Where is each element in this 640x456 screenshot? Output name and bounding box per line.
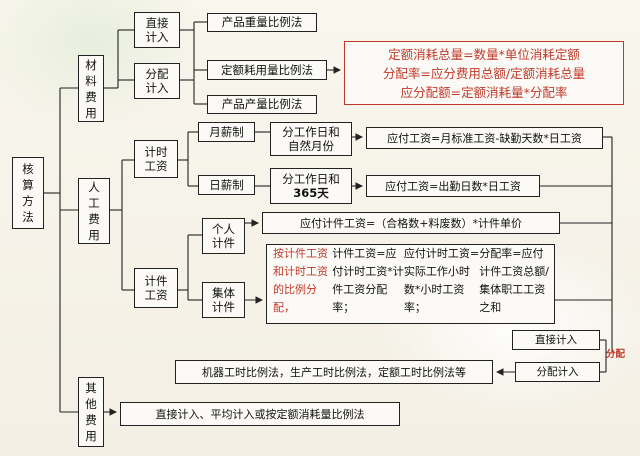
allocate-methods-box: 机器工时比例法，生产工时比例法，定额工时比例法等 [175, 360, 493, 384]
materials-formula-box: 定额消耗总量=数量*单位消耗定额 分配率=应分费用总额/定额消耗总量 应分配额=… [344, 41, 624, 105]
label-char: 用 [85, 428, 97, 444]
formula-line: 分配率=应分费用总额/定额消耗总量 [383, 64, 585, 83]
collective-formula-box: 按计件工资和计时工资的比例分配， 计件工资=应付计时工资*计件工资分配率； 应付… [266, 244, 555, 324]
formula-line: 计件工资=应付计时工资*计件工资分配率； [332, 245, 404, 317]
node-line: 分工作日和 [282, 172, 340, 186]
other-methods-box: 直接计入、平均计入或按定额消耗量比例法 [120, 402, 400, 426]
monthly-salary-node: 月薪制 [198, 122, 255, 142]
labor-node: 人 工 费 用 [78, 178, 110, 244]
label-char: 他 [85, 396, 97, 412]
label-char: 用 [88, 227, 100, 243]
materials-allocate-node: 分配 计入 [134, 63, 180, 99]
label-char: 材 [85, 57, 97, 73]
root-char: 算 [22, 177, 34, 193]
materials-node: 材 料 费 用 [78, 55, 104, 122]
label-char: 人 [88, 179, 100, 195]
node-line: 集体 [212, 286, 235, 300]
formula-line: 应分配额=定额消耗量*分配率 [401, 83, 568, 102]
formula-line: 按计件工资和计时工资的比例分配， [273, 245, 332, 317]
node-line: 计入 [146, 30, 169, 44]
label-char: 费 [88, 211, 100, 227]
collective-piece-node: 集体 计件 [202, 282, 245, 318]
method-output-ratio: 产品产量比例法 [207, 95, 317, 114]
labor-direct-node: 直接计入 [512, 330, 600, 350]
individual-piece-node: 个人 计件 [202, 218, 245, 254]
node-line: 计时 [145, 145, 168, 159]
formula-line: 定额消耗总量=数量*单位消耗定额 [388, 45, 580, 64]
node-line: 工资 [145, 159, 168, 173]
method-weight-ratio: 产品重量比例法 [207, 13, 317, 32]
time-wage-node: 计时 工资 [134, 140, 178, 178]
label-char: 其 [85, 380, 97, 396]
allocate-tag: 分配 [606, 346, 625, 360]
label-char: 工 [88, 195, 100, 211]
node-line: 计入 [146, 81, 169, 95]
node-line: 计件 [212, 236, 235, 250]
daily-days-node: 分工作日和 365天 [270, 168, 352, 204]
node-line: 工资 [145, 288, 168, 302]
node-line: 自然月份 [288, 139, 334, 153]
label-char: 费 [85, 89, 97, 105]
label-char: 用 [85, 105, 97, 121]
formula-line: 分配率=应付计件工资总额/集体职工工资之和 [479, 245, 554, 317]
daily-salary-node: 日薪制 [198, 175, 255, 195]
root-char: 方 [22, 193, 34, 209]
daily-formula-box: 应付工资=出勤日数*日工资 [366, 175, 540, 197]
other-node: 其 他 费 用 [78, 377, 104, 447]
monthly-days-node: 分工作日和 自然月份 [270, 122, 352, 156]
method-quota-ratio: 定额耗用量比例法 [207, 60, 327, 80]
piece-wage-node: 计件 工资 [134, 268, 178, 308]
materials-direct-node: 直接 计入 [134, 12, 180, 48]
formula-line: 应付计时工资=实际工作小时数*小时工资率； [404, 245, 479, 317]
individual-formula-box: 应付计件工资=（合格数+料废数）*计件单价 [262, 212, 560, 234]
node-line: 分配 [146, 67, 169, 81]
monthly-formula-box: 应付工资=月标准工资-缺勤天数*日工资 [366, 127, 603, 149]
node-line: 计件 [212, 300, 235, 314]
label-char: 料 [85, 73, 97, 89]
node-line: 365天 [293, 186, 329, 200]
root-char: 核 [22, 161, 34, 177]
node-line: 个人 [212, 222, 235, 236]
label-char: 费 [85, 412, 97, 428]
node-line: 计件 [145, 274, 168, 288]
labor-allocate-node: 分配计入 [515, 362, 600, 382]
root-node: 核 算 方 法 [12, 157, 44, 229]
node-line: 分工作日和 [282, 125, 340, 139]
node-line: 直接 [146, 16, 169, 30]
root-char: 法 [22, 209, 34, 225]
